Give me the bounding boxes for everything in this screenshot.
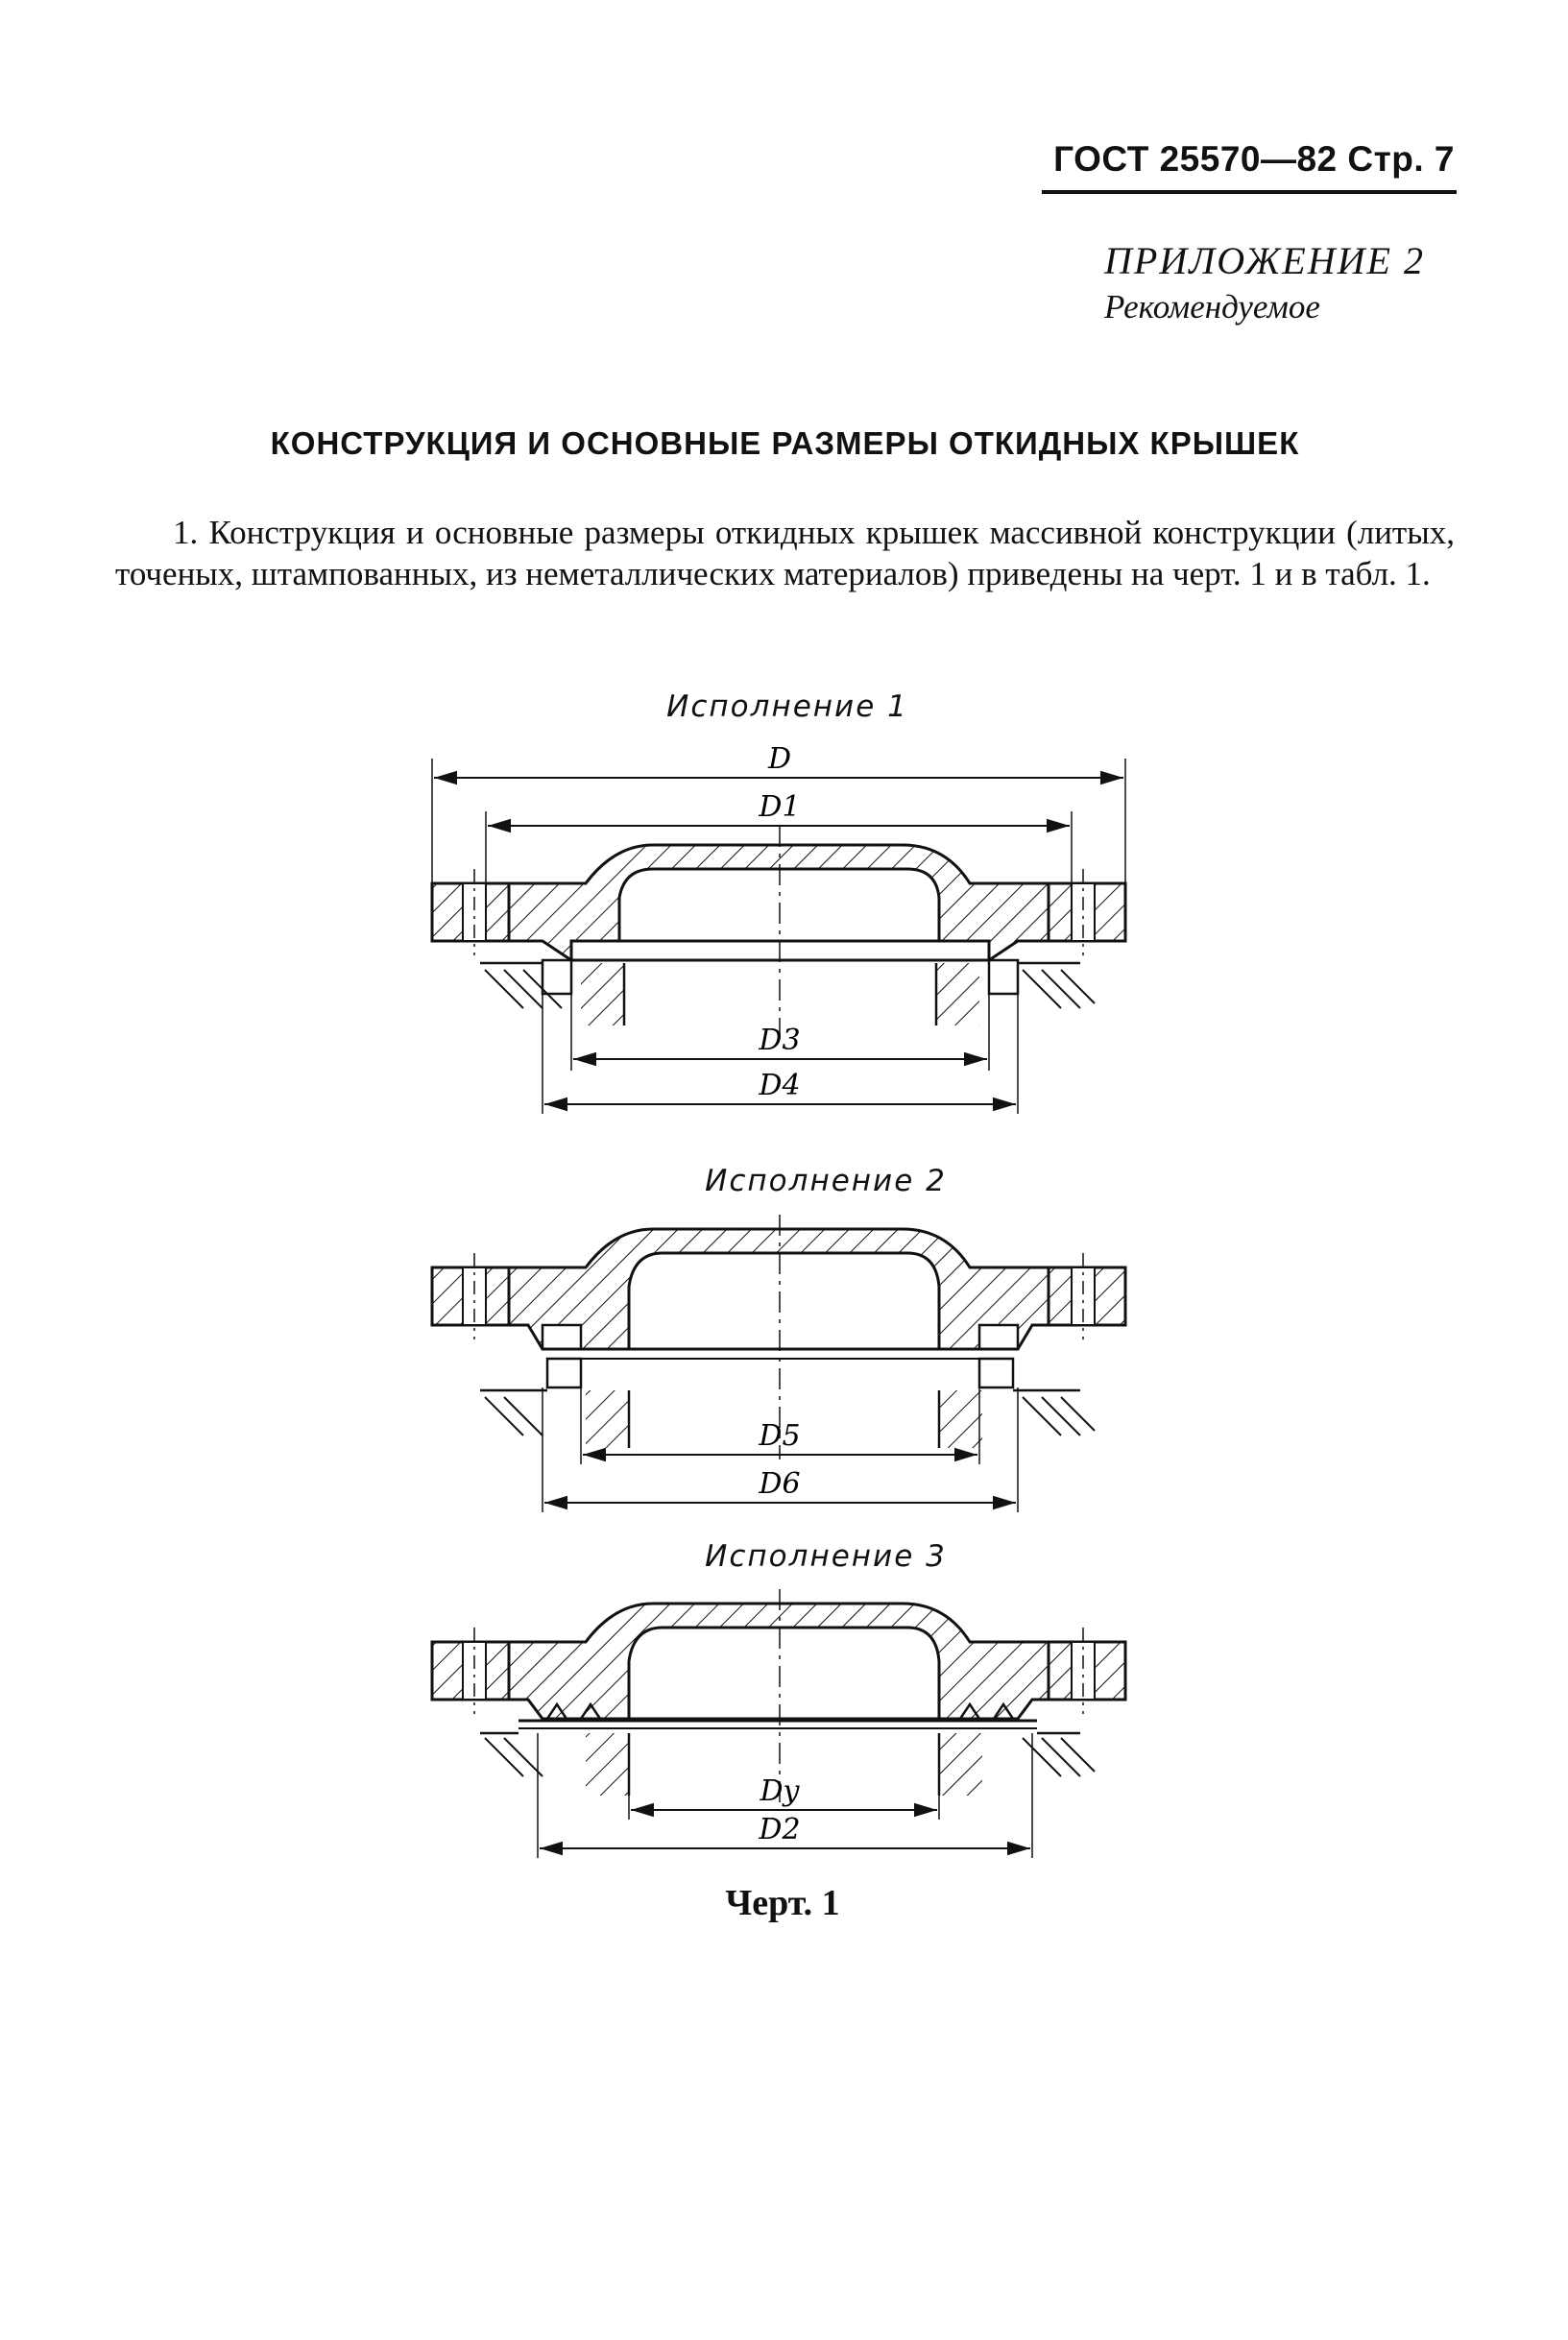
appendix-status: Рекомендуемое — [1104, 288, 1320, 326]
figure-variant-1: D D1 D3 D4 — [430, 742, 1127, 1114]
standard-header: ГОСТ 25570—82 Стр. 7 — [1053, 139, 1455, 179]
dim-label-dy: Dy — [759, 1774, 800, 1808]
dim-label-d6: D6 — [758, 1467, 800, 1501]
dim-label-d1: D1 — [758, 790, 800, 824]
dim-label-d2: D2 — [758, 1813, 800, 1846]
variant-3-label: Исполнение 3 — [705, 1539, 947, 1574]
dim-label-d: D — [767, 742, 791, 776]
appendix-title: ПРИЛОЖЕНИЕ 2 — [1104, 239, 1425, 282]
section-title: КОНСТРУКЦИЯ И ОСНОВНЫЕ РАЗМЕРЫ ОТКИДНЫХ … — [270, 425, 1300, 461]
variant-1-label: Исполнение 1 — [666, 689, 908, 724]
figure-variant-3: Dy D2 — [430, 1589, 1127, 1858]
header-rule — [1042, 190, 1457, 194]
dim-label-d3: D3 — [758, 1024, 800, 1057]
figure-variant-2: D5 D6 — [430, 1215, 1127, 1512]
variant-2-label: Исполнение 2 — [705, 1164, 947, 1198]
dim-label-d4: D4 — [758, 1069, 800, 1102]
dim-label-d5: D5 — [758, 1419, 800, 1453]
body-paragraph: 1. Конструкция и основные размеры откидн… — [115, 514, 1455, 592]
figure-caption: Черт. 1 — [725, 1883, 840, 1923]
